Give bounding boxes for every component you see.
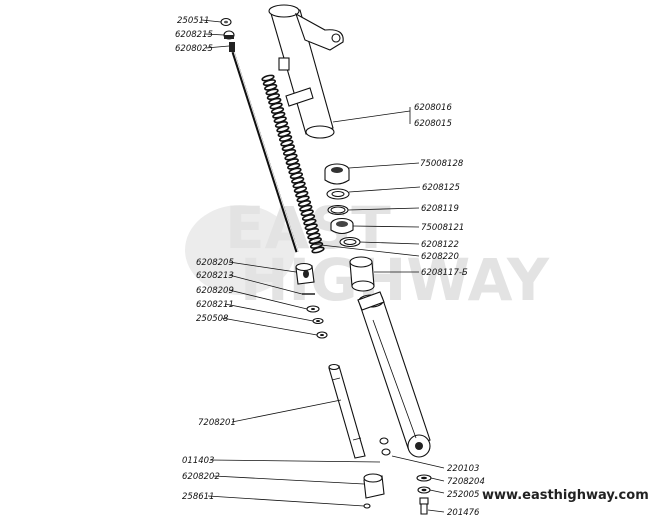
nut-250511	[220, 17, 232, 27]
rod-7208201	[328, 363, 366, 459]
label-75008121: 75008121	[421, 223, 464, 233]
label-250508: 250508	[196, 314, 229, 324]
nut-250508	[316, 331, 328, 339]
ring-6208122	[339, 236, 361, 248]
label-7208201: 7208201	[198, 418, 236, 428]
washer-7208204	[416, 474, 432, 482]
washer-6208209	[306, 305, 320, 313]
label-7208204: 7208204	[447, 477, 485, 487]
label-258611: 258611	[182, 492, 214, 502]
label-6208025: 6208025	[175, 44, 213, 54]
rod-6208025	[229, 42, 299, 253]
spring-coil	[311, 246, 325, 254]
bushing-6208117-b	[349, 256, 375, 292]
washer-6208125	[326, 188, 350, 200]
label-6208016: 6208016	[414, 103, 452, 113]
label-6208125: 6208125	[422, 183, 460, 193]
watermark-brand-bottom: HIGHWAY	[240, 246, 550, 314]
label-6208117-b: 6208117-Б	[421, 268, 468, 278]
lower-tube	[357, 291, 431, 458]
ring-6208119	[327, 204, 349, 216]
label-6208215: 6208215	[175, 30, 213, 40]
ring-75008128	[324, 163, 350, 185]
label-6208205: 6208205	[196, 258, 234, 268]
label-6208119: 6208119	[421, 204, 459, 214]
washer-252005	[417, 486, 431, 494]
watermark-url: www.easthighway.com	[482, 488, 649, 503]
bearing-75008121	[330, 217, 354, 235]
washer-6208215	[223, 30, 235, 40]
bushing-6208202	[363, 473, 385, 499]
label-220103: 220103	[447, 464, 479, 474]
upper-tube-6208016	[268, 4, 344, 139]
leader-lines	[201, 19, 445, 513]
part-labels: 250511 6208215 6208025 6208016 6208015 7…	[175, 16, 485, 518]
sleeve-6208205	[295, 262, 315, 285]
label-6208015: 6208015	[414, 119, 452, 129]
label-6208202: 6208202	[182, 472, 220, 482]
label-250511: 250511	[177, 16, 209, 26]
label-252005: 252005	[447, 490, 479, 500]
label-6208209: 6208209	[196, 286, 234, 296]
bolt-201476	[419, 497, 429, 515]
background-watermark: EAST HIGHWAY	[185, 194, 550, 314]
label-201476: 201476	[447, 508, 480, 518]
label-6208213: 6208213	[196, 271, 234, 281]
label-011403: 011403	[182, 456, 214, 466]
label-6208211: 6208211	[196, 300, 234, 310]
pin-258611	[363, 503, 371, 509]
spring	[261, 74, 325, 254]
label-6208122: 6208122	[421, 240, 459, 250]
washer-6208211	[312, 317, 324, 325]
washer-011403	[379, 437, 391, 456]
label-6208220: 6208220	[421, 252, 459, 262]
label-75008128: 75008128	[420, 159, 464, 169]
